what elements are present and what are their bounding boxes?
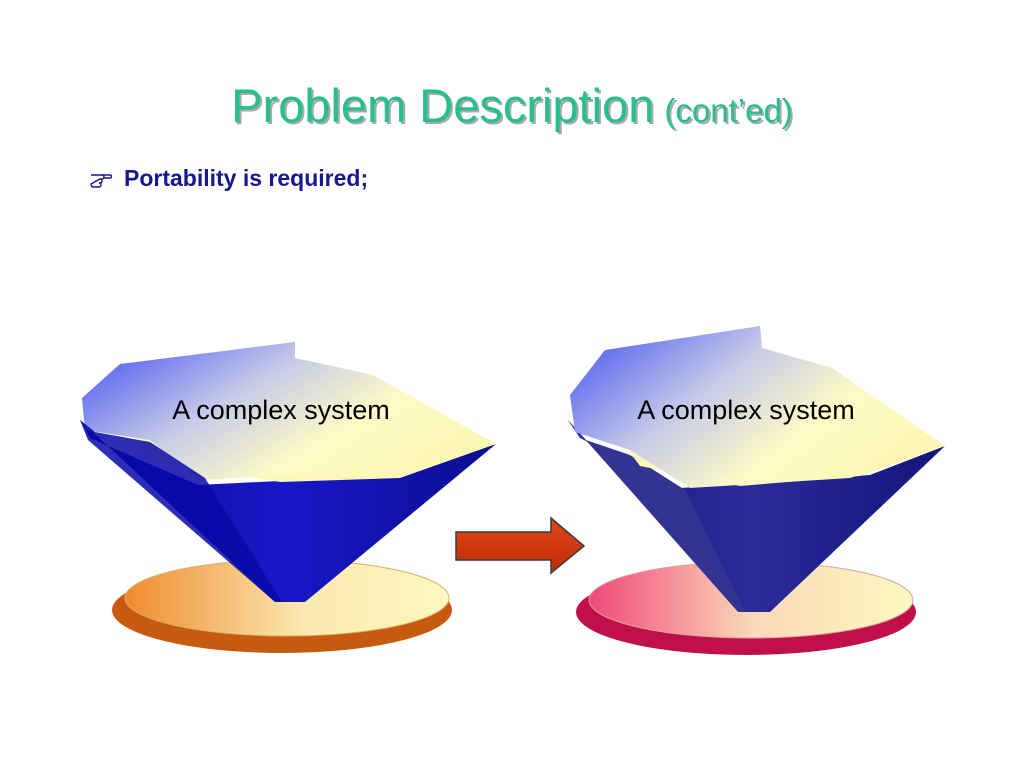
left-cone — [80, 342, 496, 602]
transition-arrow — [455, 516, 586, 575]
pointing-hand-icon — [90, 167, 113, 189]
bullet-item: Portability is required; — [90, 160, 368, 196]
right-cone — [568, 326, 945, 612]
right-system-label: A complex system — [637, 395, 855, 425]
title-main: Problem Description — [231, 79, 655, 132]
slide-title: Problem Description(cont’ed) — [0, 78, 1024, 133]
left-system-label: A complex system — [172, 395, 390, 425]
title-suffix: (cont’ed) — [664, 92, 793, 129]
bullet-text: Portability is required; — [124, 164, 369, 191]
right-complex-system: A complex system — [568, 326, 945, 655]
left-complex-system: A complex system — [80, 342, 496, 653]
